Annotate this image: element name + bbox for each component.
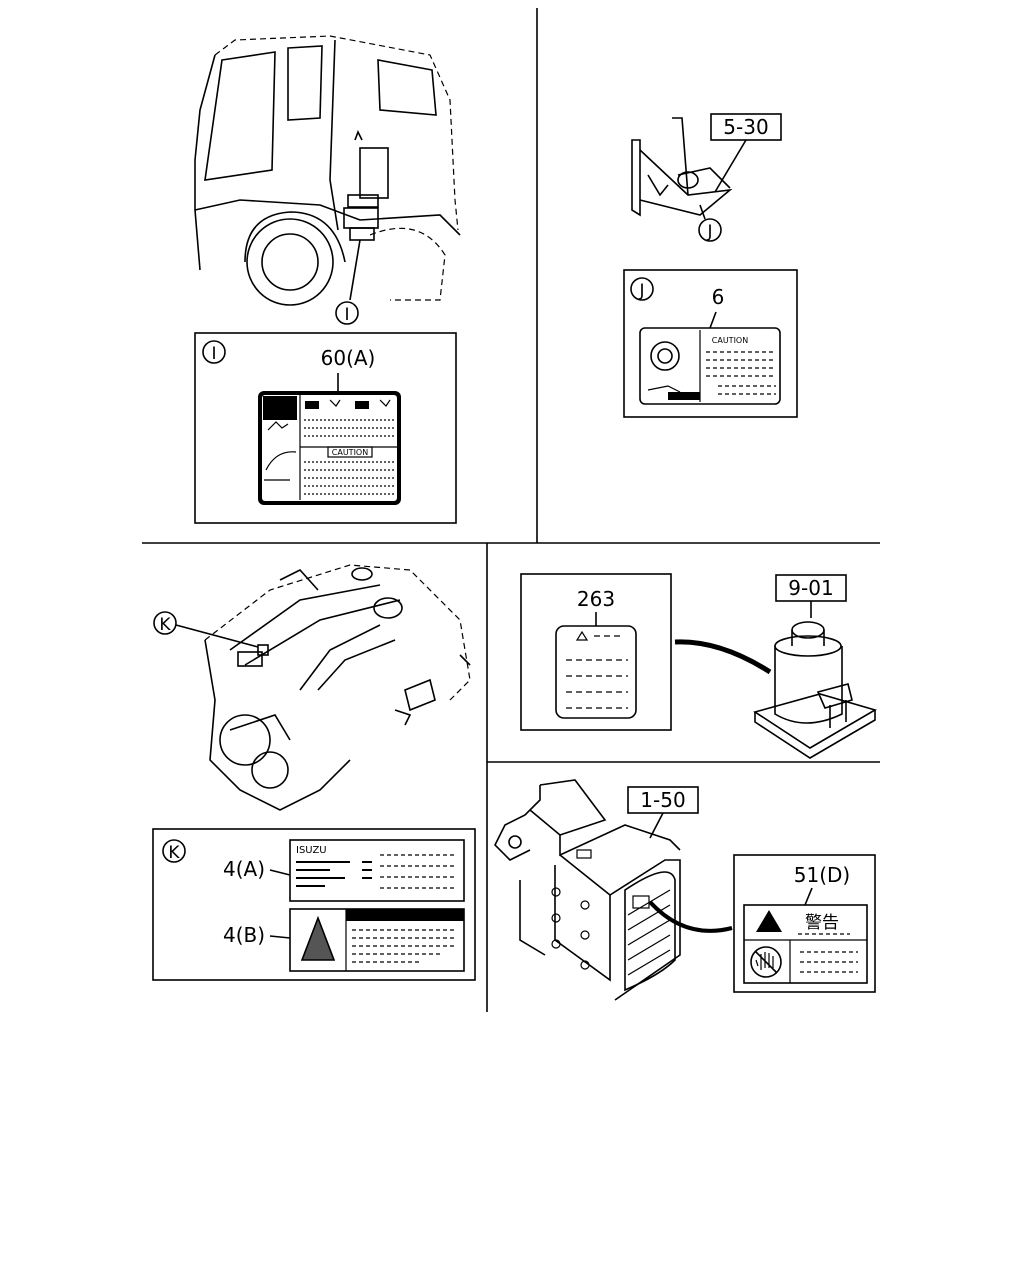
- svg-text:K: K: [159, 615, 171, 635]
- part-number-5-30: 5-30: [710, 113, 782, 193]
- leader-thick-2: [648, 900, 733, 933]
- svg-text:CAUTION: CAUTION: [332, 448, 368, 457]
- svg-text:J: J: [638, 281, 644, 301]
- no-touch-hand-icon: [750, 946, 782, 978]
- warning-triangle-icon: [756, 910, 782, 932]
- part-number-51d: 51(D): [794, 863, 850, 887]
- svg-text:CAUTION: CAUTION: [712, 336, 748, 345]
- ref-j-callout: J: [698, 204, 722, 242]
- truck-cab-illustration: [194, 35, 461, 306]
- part-number-60a: 60(A): [321, 346, 376, 370]
- decal-4-box: K 4(A) ISUZU 4(B): [152, 828, 476, 981]
- warning-triangle-icon: [300, 915, 336, 961]
- bottle-jack-illustration: [753, 621, 878, 759]
- svg-text:9-01: 9-01: [788, 576, 833, 600]
- engine-illustration: [204, 564, 471, 811]
- decal-60a-box: I 60(A) CAUTION: [194, 332, 457, 524]
- part-number-263: 263: [577, 587, 615, 611]
- part-number-9-01: 9-01: [775, 574, 847, 618]
- svg-text:K: K: [168, 843, 180, 863]
- svg-text:5-30: 5-30: [723, 115, 768, 139]
- part-number-6: 6: [712, 285, 725, 309]
- part-number-4b: 4(B): [223, 923, 265, 947]
- warning-kanji-text: 警告: [805, 913, 839, 933]
- panel-dividers: [142, 8, 880, 1012]
- part-number-1-50: 1-50: [627, 786, 699, 839]
- svg-text:J: J: [706, 222, 712, 242]
- ref-i-callout: I: [335, 301, 359, 325]
- ref-k-callout: K: [153, 611, 259, 648]
- leader-thick: [674, 639, 772, 675]
- svg-text:1-50: 1-50: [640, 788, 685, 812]
- svg-text:I: I: [344, 305, 349, 325]
- decal-263-box: 263: [520, 573, 672, 731]
- part-number-4a: 4(A): [223, 857, 265, 881]
- isuzu-brand-text: ISUZU: [296, 845, 327, 856]
- decal-51d-box: 51(D) 警告: [733, 854, 876, 993]
- decal-6-box: J 6 CAUTION: [623, 269, 798, 418]
- warning-triangle-icon: [575, 630, 589, 641]
- svg-text:I: I: [211, 344, 216, 364]
- bracket-illustration: [631, 117, 733, 217]
